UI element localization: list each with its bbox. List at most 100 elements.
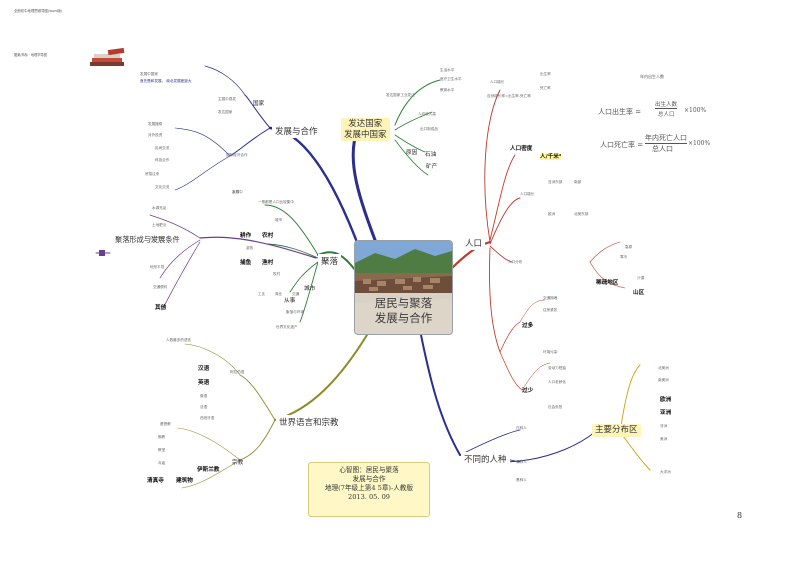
settle-item-3: 城市 [275, 218, 283, 222]
developed-item-4: 发达国家工业发达 [386, 93, 415, 97]
city-item-4: 从事 [284, 298, 296, 304]
rural-5: 游牧 [246, 246, 254, 250]
topic-developed: 发达国家 发展中国家 [341, 118, 390, 142]
region-7: 大洋洲 [660, 470, 671, 474]
formula-death-num: 年内死亡人口 [645, 134, 687, 144]
problem-item-1: 交通拥堵 [543, 296, 558, 300]
religion-1: 基督教 [160, 422, 171, 426]
problem-1: 过多 [522, 323, 534, 329]
cond-item-3: 自然资源 [150, 236, 165, 240]
page-number: 8 [737, 511, 743, 520]
developed-item-5: 人均收入高 [418, 112, 436, 116]
dev-intl-item-2: 对外投资 [148, 133, 163, 137]
dev-country-item-1: 主国中观发 [218, 97, 236, 101]
cond-item-6: 其他 [155, 305, 167, 311]
problem-item-6: 社会负担 [548, 405, 563, 409]
religion-item-3: 清真寺 [147, 478, 164, 484]
developed-cause: 原因 [406, 150, 418, 156]
rural-4: 渔村 [262, 260, 274, 266]
lang-3: 俄语 [200, 394, 208, 398]
city-label: 城市 [304, 286, 316, 292]
developed-item-6: 出口制成品 [420, 127, 438, 131]
formula-birth: 人口出生率 = [598, 108, 642, 116]
rural-2: 农村 [262, 233, 274, 239]
pop-item-3: 死亡率 [540, 86, 551, 90]
problem-item-4: 劳动力短缺 [548, 366, 566, 370]
region-6: 南美洲 [658, 378, 669, 382]
region-1: 欧洲 [660, 397, 672, 403]
dense-3: 欧洲 [548, 212, 556, 216]
settle-item-2: 一般都是人口比较集中 [258, 200, 294, 204]
cond-item-4: 地形平坦 [150, 265, 165, 269]
race-1: 白种人 [516, 426, 527, 430]
developed-item-1: 生活水平 [440, 68, 455, 72]
developed-oil: 石油 [425, 152, 437, 158]
problem-item-2: 住房紧张 [543, 308, 558, 312]
race-2: 黄种人 [516, 460, 527, 464]
books-logo-icon [90, 48, 125, 66]
dev-country-item-2: 发达国家 [218, 110, 233, 114]
settle-item-4: 聚落与环境 [286, 310, 304, 314]
document-header: 全册初中地理思维导图(word版) [14, 9, 63, 13]
problem-item-3: 环境污染 [543, 350, 558, 354]
lang-1: 汉语 [198, 366, 210, 372]
sparse-4: 山区 [633, 290, 645, 296]
dense-4: 北美东部 [574, 212, 589, 216]
race-3: 黑种人 [516, 478, 527, 482]
pop-density-unit: 人/千米² [540, 154, 562, 161]
dev-top-note2: 首先是和发展， 南北发展差距大 [140, 79, 192, 83]
region-2: 亚洲 [660, 410, 672, 416]
dev-intl-item-6: 文化交流 [155, 185, 170, 189]
pop-distribution: 人口分布 [508, 260, 523, 264]
formula-birth-percent: ×100% [684, 107, 707, 114]
center-title-line2: 发展与合作 [374, 310, 433, 325]
pop-item-2: 出生率 [540, 72, 551, 76]
sparse-1: 沙漠 [637, 276, 645, 280]
rural-3: 捕鱼 [240, 260, 252, 266]
topic-races: 不同的人种 [461, 452, 510, 466]
settle-item-1: 乡村 [232, 190, 240, 194]
lang-2: 英语 [198, 380, 210, 386]
formula-death-den: 总人口 [652, 145, 673, 153]
logo-label: 图案/商标 · 地理学导图 [14, 53, 47, 57]
dev-intl-item-3: 民间交流 [155, 146, 170, 150]
center-title: 居民与聚落 发展与合作 [355, 296, 452, 326]
pop-item-1: 人口增长 [490, 80, 505, 84]
pop-item-4: 自然增长率=出生率-死亡率 [487, 94, 531, 98]
developed-mine: 矿产 [426, 164, 438, 170]
village-photo [355, 241, 452, 334]
dev-country: 国家 [253, 101, 265, 107]
dense-2: 南部 [574, 180, 582, 184]
developed-line1: 发达国家 [348, 119, 383, 129]
region-3: 非洲 [660, 424, 668, 428]
region-4: 美洲 [660, 437, 668, 441]
city-item-1: 工业 [258, 292, 266, 296]
settle-item-5: 世界文化遗产 [276, 325, 298, 329]
cond-item-5: 交通便利 [153, 285, 168, 289]
cond-item-1: 水源充足 [152, 206, 167, 210]
religion-2: 佛教 [158, 435, 166, 439]
religion-item-2: 寺庙 [158, 461, 166, 465]
dev-intl-item-7: 发展中 [232, 190, 243, 194]
cond-item-2: 土地肥沃 [152, 223, 167, 227]
dev-intl-item-1: 发展援助 [148, 122, 163, 126]
developed-line2: 发展中国家 [344, 129, 387, 140]
info-line2: 发展与合作 [352, 474, 386, 483]
sparse-2: 高原 [625, 245, 633, 249]
rural-1: 耕作 [240, 233, 252, 239]
formula-year-label: 年内出生人数 [640, 74, 664, 79]
religion-label: 宗教 [232, 460, 244, 466]
formula-birth-den: 总人口 [658, 112, 675, 118]
problem-item-5: 人口老龄化 [548, 380, 566, 384]
info-box: 心智图：居民与聚落 发展与合作 地理(7年级上第4 5章)-人教版 2013. … [308, 462, 430, 517]
pop-density: 人口密度 [510, 146, 533, 152]
topic-settlement-conditions: 聚落形成与发展条件 [112, 234, 183, 246]
topic-settlement: 聚落 [318, 254, 342, 268]
formula-death: 人口死亡率 = [600, 141, 644, 149]
topic-development: 发展与合作 [272, 124, 321, 138]
developed-item-3: 教育水平 [440, 88, 455, 92]
religion-item-1: 教堂 [158, 448, 166, 452]
rural-6: 牧村 [273, 272, 281, 276]
formula-birth-num: 出生人数 [655, 102, 678, 109]
center-title-line1: 居民与聚落 [374, 296, 433, 310]
